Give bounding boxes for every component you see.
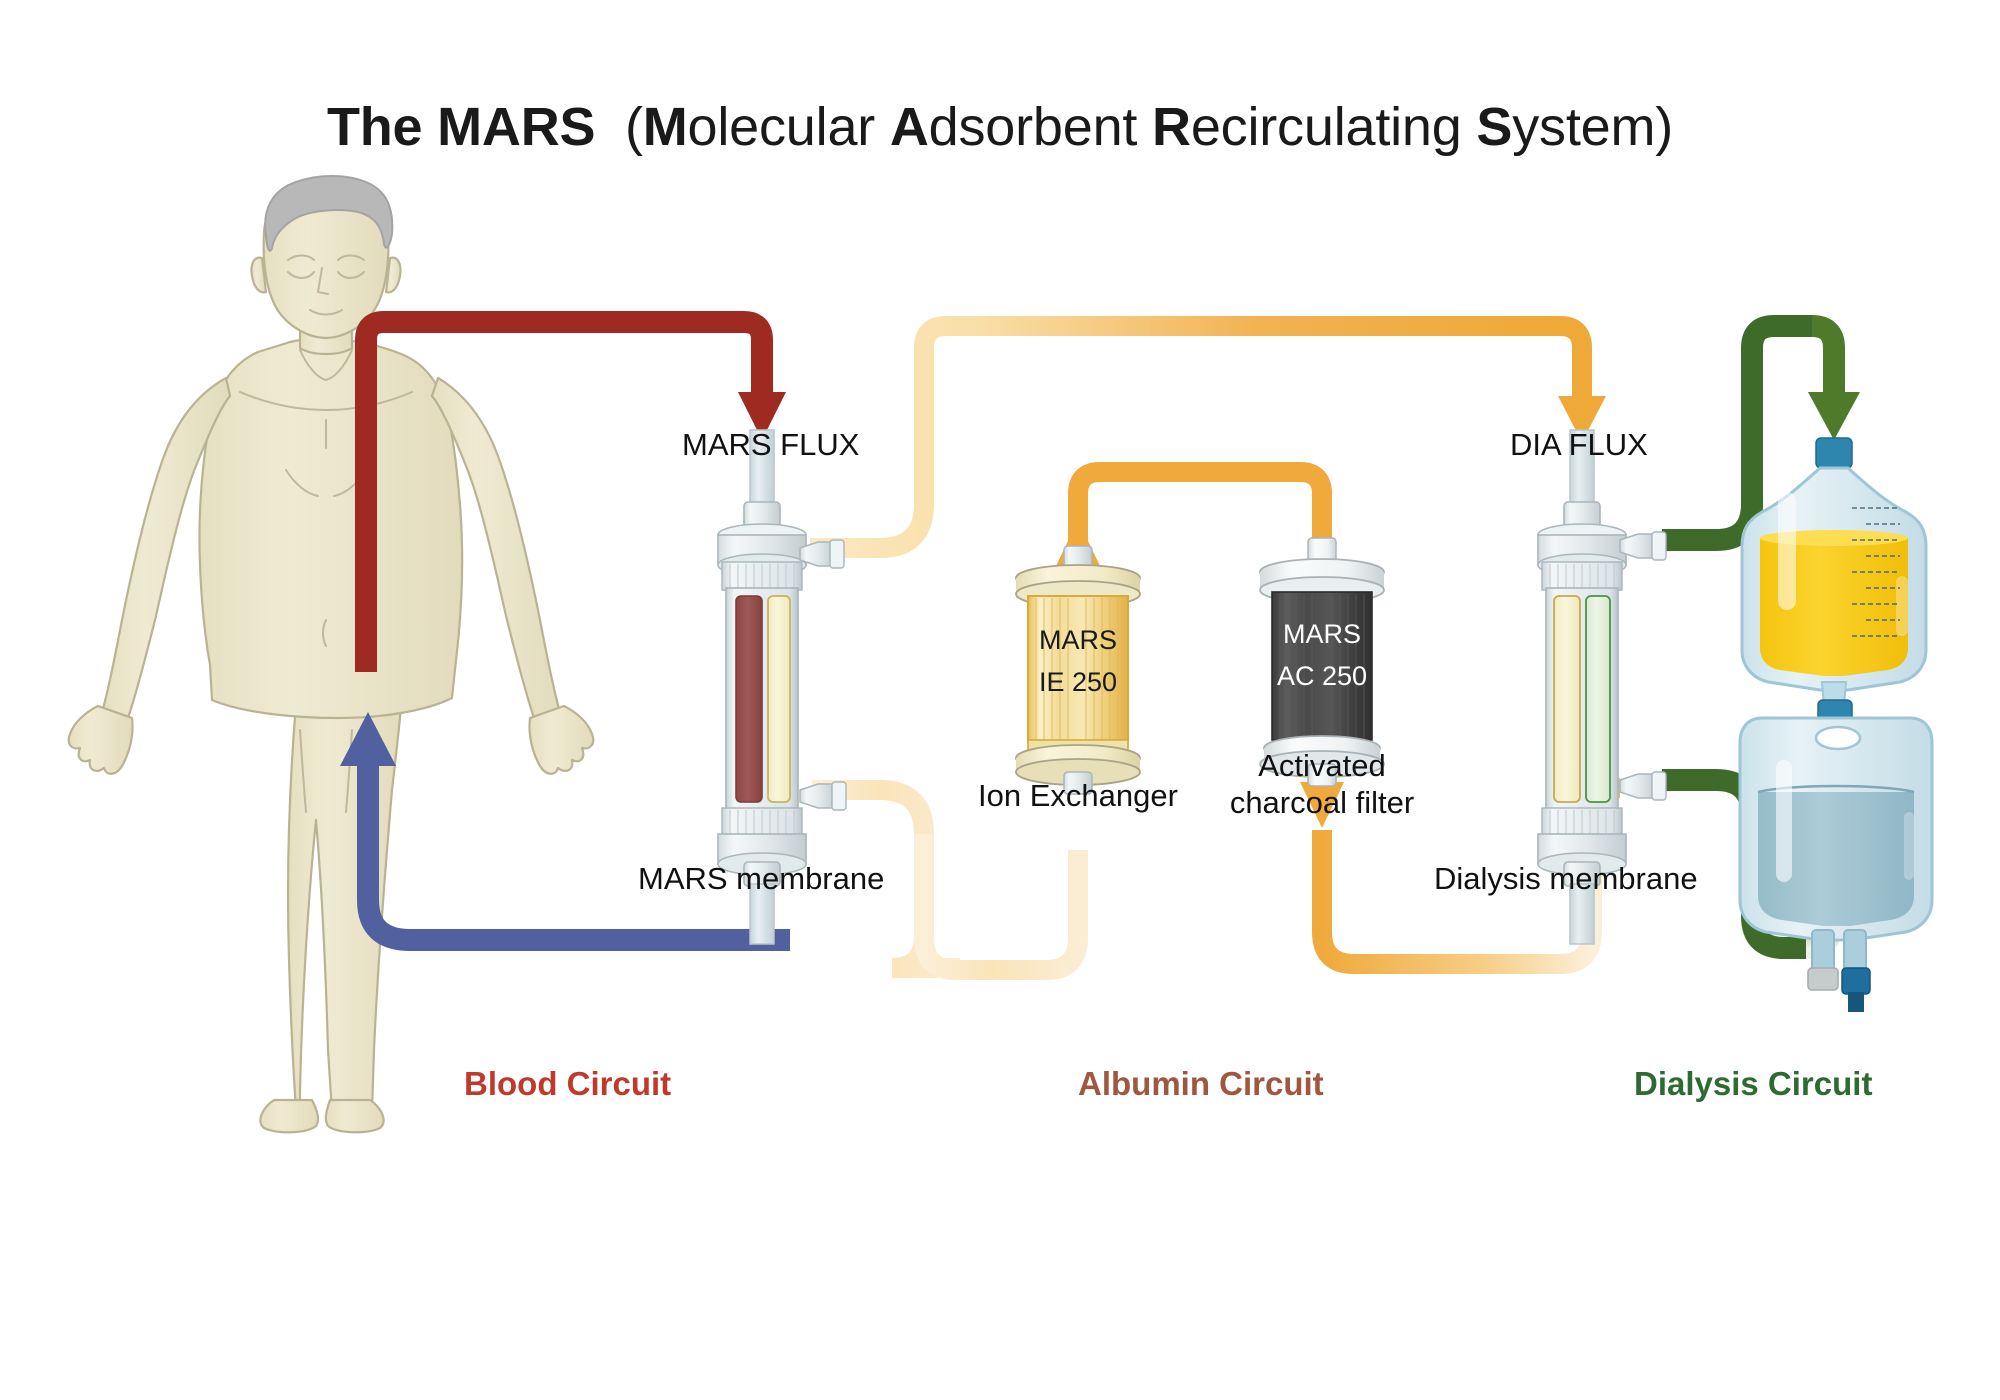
mars-flux-label: MARS FLUX bbox=[682, 427, 860, 462]
ion-exchanger-body-text: MARS IE 250 bbox=[1028, 620, 1128, 704]
title-ecirculating: ecirculating bbox=[1190, 97, 1477, 157]
title-a: A bbox=[889, 97, 929, 157]
albumin-iv-bag[interactable] bbox=[1740, 437, 1928, 744]
page-title: The MARS (Molecular Adsorbent Recirculat… bbox=[0, 96, 2000, 158]
hair bbox=[264, 175, 394, 252]
title-paren-close: ) bbox=[1655, 97, 1674, 157]
ion-exchanger-cartridge[interactable] bbox=[1015, 545, 1141, 795]
dia-flux-dialyzer[interactable] bbox=[1537, 429, 1667, 945]
charcoal-filter-caption: Activated charcoal filter bbox=[1192, 748, 1452, 821]
title-ystem: ystem bbox=[1512, 97, 1656, 157]
charcoal-filter-cartridge[interactable] bbox=[1259, 537, 1385, 787]
dia-flux-dialysate-column bbox=[1585, 595, 1611, 803]
blood-circuit-label: Blood Circuit bbox=[464, 1065, 672, 1102]
dia-flux-label: DIA FLUX bbox=[1510, 427, 1648, 462]
title-r: R bbox=[1152, 97, 1191, 157]
charcoal-filter-body bbox=[1271, 591, 1373, 741]
title-mars: The MARS bbox=[326, 97, 596, 157]
dialysate-iv-bag[interactable] bbox=[1738, 716, 1934, 1012]
albumin-circuit-label: Albumin Circuit bbox=[1078, 1065, 1324, 1102]
title-olecular: olecular bbox=[687, 97, 890, 157]
title-paren-open: ( bbox=[624, 97, 643, 157]
ie-line2: IE 250 bbox=[1038, 666, 1118, 697]
mars-flux-albumin-column bbox=[767, 595, 791, 803]
title-s: S bbox=[1476, 97, 1513, 157]
ie-line1: MARS bbox=[1038, 625, 1117, 655]
blood-return-line bbox=[340, 712, 790, 951]
mars-flux-dialyzer[interactable] bbox=[717, 429, 847, 945]
dialysis-membrane-label: Dialysis membrane bbox=[1434, 861, 1698, 896]
blood-outflow-line bbox=[355, 311, 786, 672]
dialysis-circuit-label: Dialysis Circuit bbox=[1634, 1065, 1873, 1102]
face-details bbox=[239, 254, 413, 813]
ion-exchanger-caption: Ion Exchanger bbox=[978, 778, 1178, 813]
ac-line2: AC 250 bbox=[1276, 660, 1368, 691]
mars-flux-blood-column bbox=[735, 595, 763, 803]
charcoal-caption-line1: Activated bbox=[1258, 748, 1386, 783]
ac-line1: MARS bbox=[1282, 619, 1361, 649]
dialysate-bag-hang-hole bbox=[1814, 725, 1862, 751]
title-dsorbent: dsorbent bbox=[928, 97, 1153, 157]
charcoal-caption-line2: charcoal filter bbox=[1229, 784, 1415, 820]
patient-figure bbox=[67, 184, 595, 1134]
title-m: M bbox=[642, 97, 688, 157]
dia-flux-albumin-column bbox=[1553, 595, 1581, 803]
charcoal-filter-body-text: MARS AC 250 bbox=[1272, 614, 1372, 698]
ion-exchanger-body bbox=[1027, 595, 1129, 743]
dialysate-bag-fluid bbox=[1758, 792, 1914, 926]
mars-membrane-label: MARS membrane bbox=[638, 861, 885, 896]
dialysate-bag-outlet-port-left bbox=[1807, 967, 1839, 991]
albumin-top-line bbox=[810, 316, 1606, 558]
